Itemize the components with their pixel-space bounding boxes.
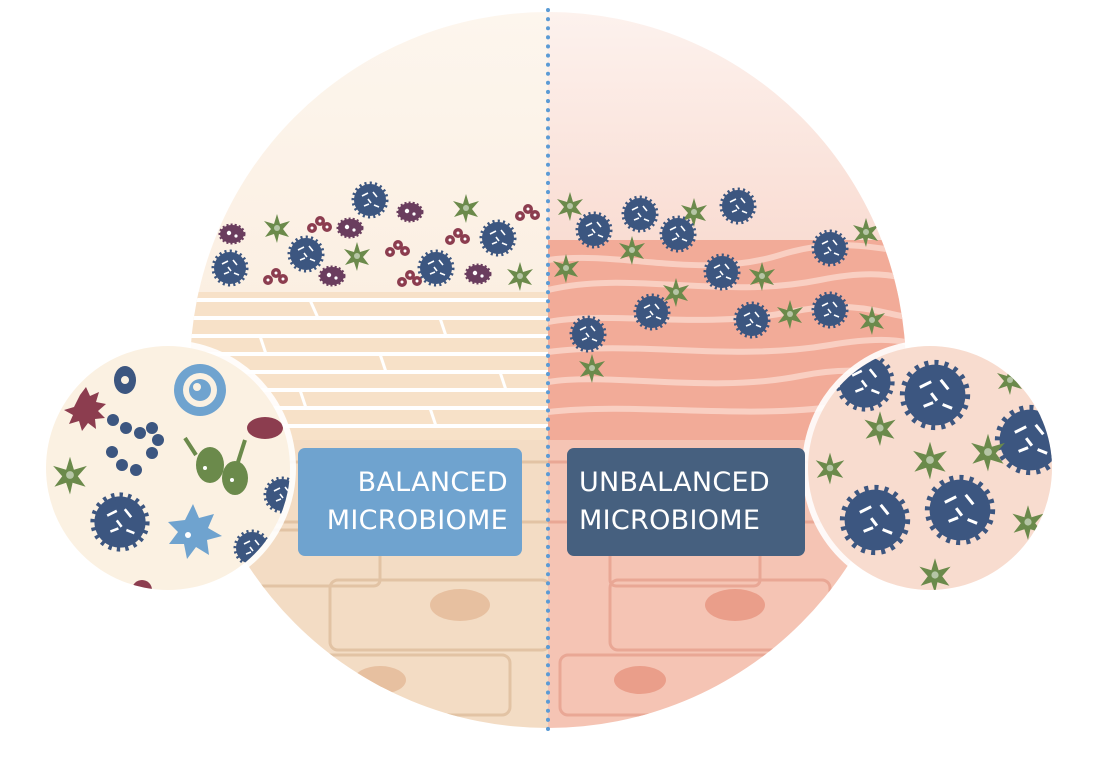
balanced-zoom-circle [40,340,296,596]
balanced-microbiome-label: BALANCED MICROBIOME [298,448,522,556]
balanced-label-line1: BALANCED [357,467,508,498]
unbalanced-label-line2: MICROBIOME [579,505,761,536]
balanced-label-line2: MICROBIOME [326,505,508,536]
unbalanced-zoom-circle [802,340,1058,596]
unbalanced-microbiome-label: UNBALANCED MICROBIOME [567,448,805,556]
unbalanced-label-line1: UNBALANCED [579,467,770,498]
